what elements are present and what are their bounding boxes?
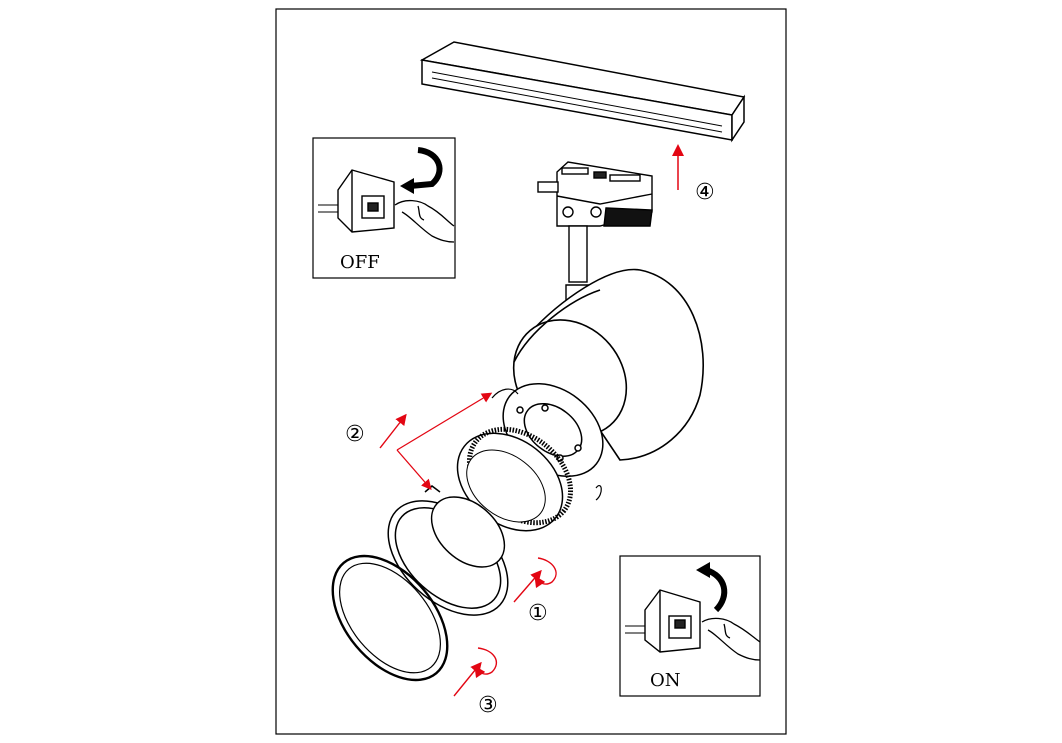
hand-icon bbox=[394, 199, 455, 243]
rotate-arrow-icon bbox=[400, 147, 443, 194]
off-panel: OFF bbox=[312, 137, 456, 279]
power-switch-icon bbox=[625, 589, 701, 653]
step-2-arrow-c bbox=[396, 449, 432, 490]
rotate-arrow-icon bbox=[453, 647, 497, 697]
off-label: OFF bbox=[340, 252, 380, 273]
hand-icon bbox=[701, 617, 761, 661]
rotate-arrow-icon bbox=[696, 562, 728, 613]
rotate-arrow-icon bbox=[513, 557, 557, 603]
step-1-label: ① bbox=[528, 601, 548, 626]
front-ring bbox=[331, 554, 449, 682]
step-2-arrow-b bbox=[396, 392, 493, 451]
lens-module bbox=[456, 426, 574, 532]
track-rail-icon bbox=[419, 41, 746, 143]
on-label: ON bbox=[650, 670, 681, 691]
step-2-arrow-a bbox=[379, 413, 407, 449]
power-switch-icon bbox=[318, 169, 395, 233]
reflector-cup bbox=[387, 485, 509, 616]
step-2-label: ② bbox=[345, 422, 365, 447]
on-panel: ON bbox=[619, 555, 761, 697]
step-4-label: ④ bbox=[695, 180, 715, 205]
step-3-label: ③ bbox=[478, 693, 498, 718]
